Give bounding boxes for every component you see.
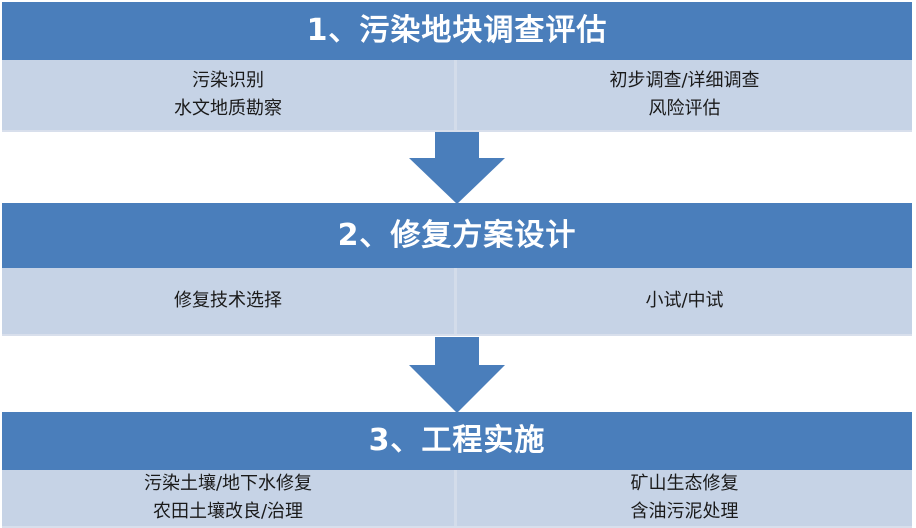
stage-3-right-item-2: 含油污泥处理	[630, 501, 739, 522]
stage-2-header: 2、修复方案设计	[2, 203, 912, 268]
stage-3-left-column: 污染土壤/地下水修复 农田土壤改良/治理	[2, 470, 457, 526]
stage-2-right-column: 小试/中试	[457, 268, 912, 334]
stage-1-right-item-1: 初步调查/详细调查	[609, 70, 760, 92]
stage-3-right-item-1: 矿山生态修复	[630, 473, 739, 495]
stage-3-body: 污染土壤/地下水修复 农田土壤改良/治理 矿山生态修复 含油污泥处理	[2, 470, 912, 528]
flow-stage-3: 3、工程实施 污染土壤/地下水修复 农田土壤改良/治理 矿山生态修复 含油污泥处…	[2, 412, 912, 528]
stage-1-header: 1、污染地块调查评估	[2, 2, 912, 60]
stage-3-header: 3、工程实施	[2, 412, 912, 470]
stage-2-left-item-1: 修复技术选择	[174, 290, 282, 312]
stage-3-left-item-2: 农田土壤改良/治理	[152, 501, 304, 522]
flow-stage-1: 1、污染地块调查评估 污染识别 水文地质勘察 初步调查/详细调查 风险评估	[2, 2, 912, 132]
down-arrow-stage2-to-stage3	[409, 337, 505, 413]
stage-3-right-column: 矿山生态修复 含油污泥处理	[457, 470, 912, 526]
stage-1-left-item-2: 水文地质勘察	[174, 98, 282, 119]
stage-1-body: 污染识别 水文地质勘察 初步调查/详细调查 风险评估	[2, 60, 912, 132]
flow-stage-2: 2、修复方案设计 修复技术选择 小试/中试	[2, 203, 912, 336]
stage-3-left-item-1: 污染土壤/地下水修复	[143, 473, 313, 495]
stage-2-body: 修复技术选择 小试/中试	[2, 268, 912, 336]
stage-1-right-column: 初步调查/详细调查 风险评估	[457, 60, 912, 130]
stage-1-left-column: 污染识别 水文地质勘察	[2, 60, 457, 130]
stage-1-left-item-1: 污染识别	[192, 70, 264, 92]
stage-2-left-column: 修复技术选择	[2, 268, 457, 334]
stage-1-right-item-2: 风险评估	[648, 98, 721, 119]
down-arrow-stage1-to-stage2	[409, 132, 505, 204]
stage-2-right-item-1: 小试/中试	[645, 290, 724, 312]
